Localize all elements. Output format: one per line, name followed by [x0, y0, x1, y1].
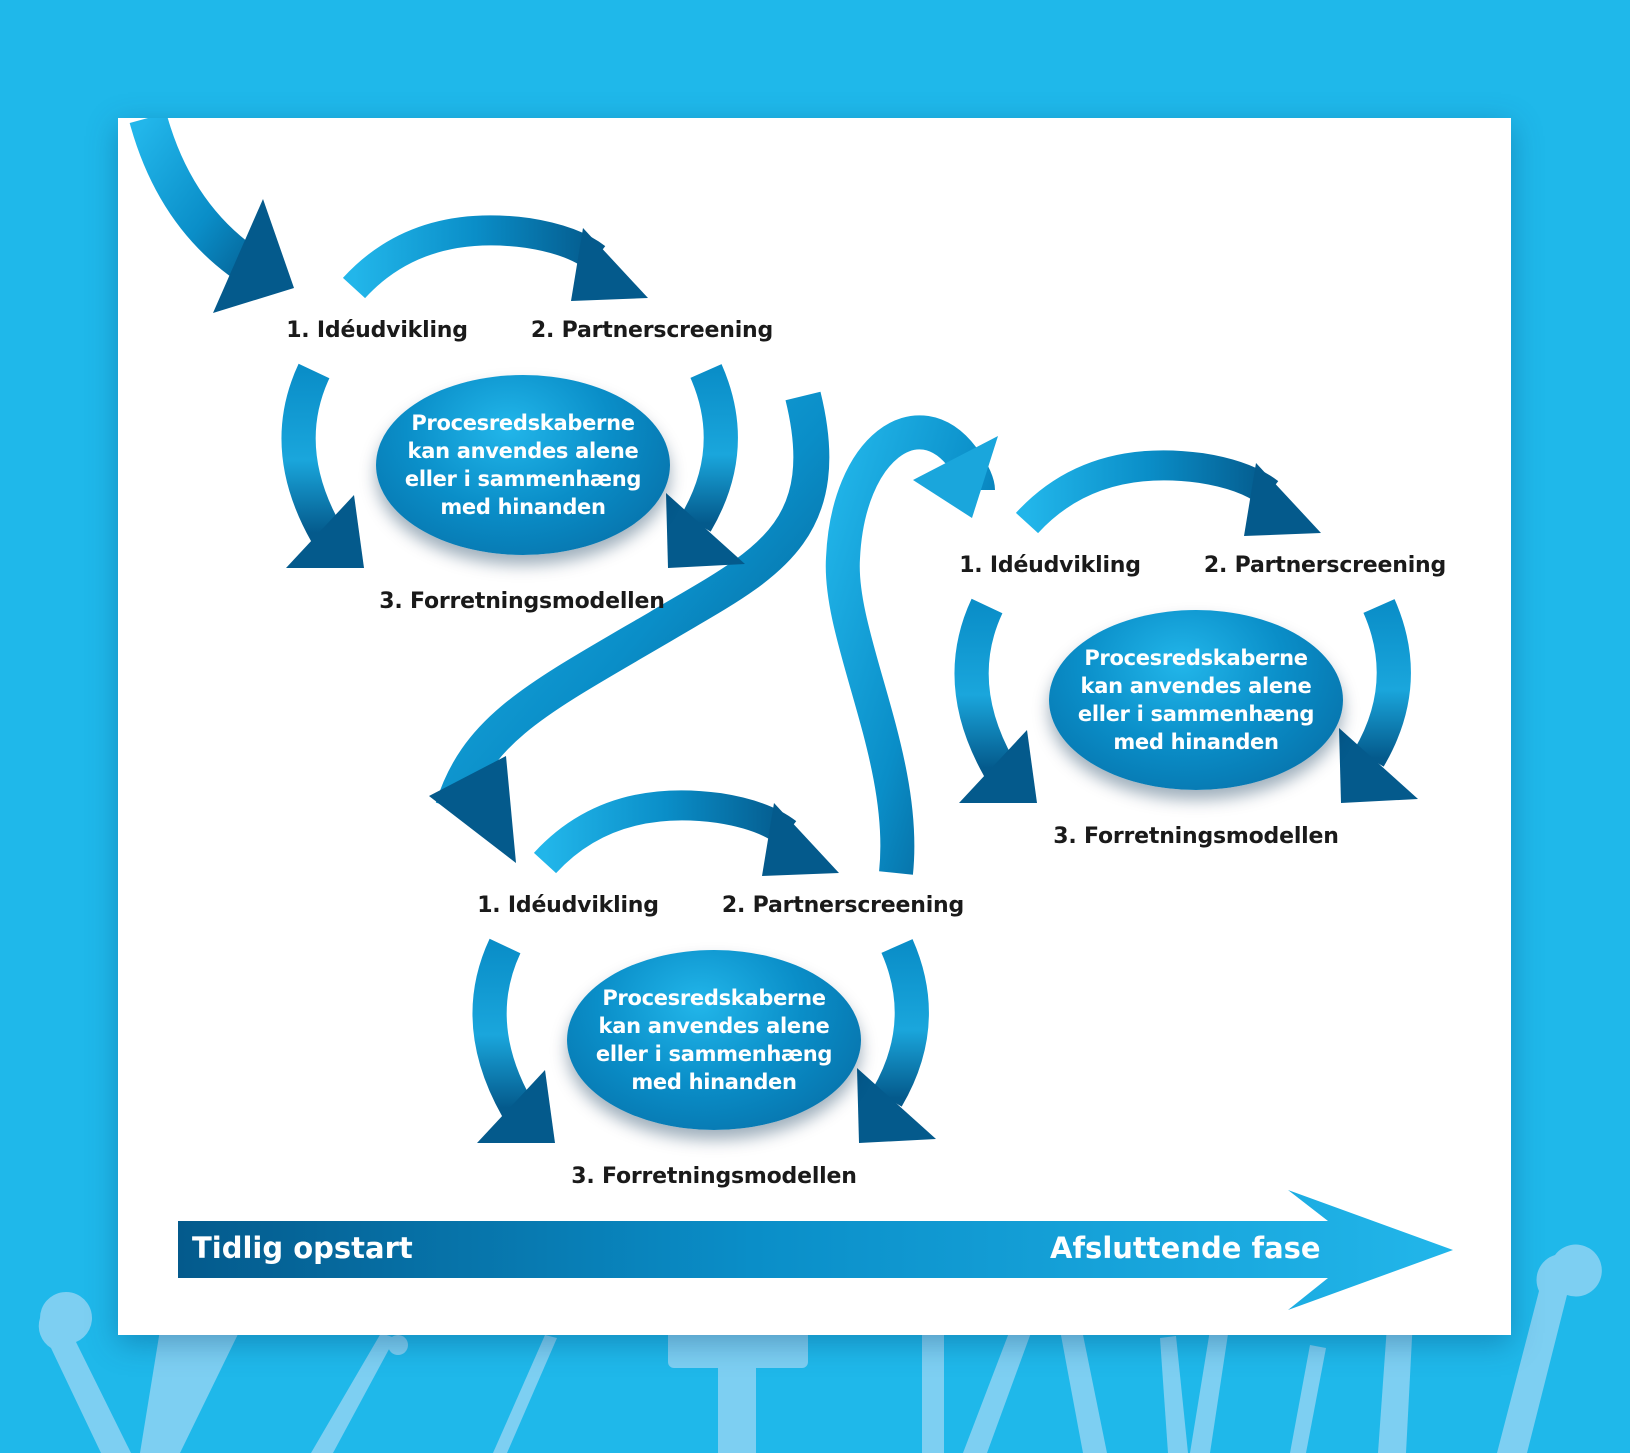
wrench-icon — [38, 1292, 131, 1453]
connector-arrowhead-1 — [429, 756, 516, 863]
cycle-1-step-1-label: 1. Idéudvikling — [286, 318, 468, 343]
cycle-1-step-2-label: 2. Partnerscreening — [530, 318, 774, 343]
cycle-3-center-ellipse: Procesredskaberne kan anvendes alene ell… — [1049, 610, 1343, 790]
process-arrows — [129, 118, 1453, 1310]
saw-icon — [140, 1330, 240, 1453]
cycle-1-center-text: Procesredskaberne kan anvendes alene ell… — [404, 411, 642, 519]
cycle-1-center-ellipse: Procesredskaberne kan anvendes alene ell… — [376, 375, 670, 555]
cycle-3-center-text: Procesredskaberne kan anvendes alene ell… — [1077, 646, 1315, 754]
screwdriver-icon — [1290, 1345, 1326, 1453]
timeline-start-label: Tidlig opstart — [192, 1231, 413, 1265]
entry-arrowhead — [213, 199, 294, 313]
pliers-icon — [963, 1330, 1107, 1453]
cycle-3-step-2-label: 2. Partnerscreening — [1203, 553, 1447, 578]
diagram-card: 1. Idéudvikling 2. Partnerscreening 3. F… — [118, 118, 1511, 1335]
screwdriver-icon — [311, 1333, 408, 1453]
cycle-2-center-text: Procesredskaberne kan anvendes alene ell… — [595, 986, 833, 1094]
timeline-end-label: Afsluttende fase — [1050, 1231, 1321, 1265]
cycle-2-step-3-label: 3. Forretningsmodellen — [571, 1164, 857, 1189]
connector-arrow-1 — [435, 391, 830, 814]
file-icon — [493, 1335, 557, 1453]
hammer-icon — [668, 1330, 808, 1453]
pliers-icon — [1160, 1330, 1228, 1453]
cycle-1-step-3-label: 3. Forretningsmodellen — [379, 589, 665, 614]
wrench-icon — [1497, 1244, 1602, 1453]
timeline-arrow — [178, 1190, 1453, 1310]
connector-arrowhead-2 — [913, 436, 998, 518]
cycle-3-step-1-label: 1. Idéudvikling — [959, 553, 1141, 578]
screwdriver-icon — [922, 1335, 944, 1453]
cycle-2-step-2-label: 2. Partnerscreening — [721, 893, 965, 918]
cycle-2-step-1-label: 1. Idéudvikling — [477, 893, 659, 918]
cycle-3-step-3-label: 3. Forretningsmodellen — [1053, 824, 1339, 849]
cycle-2-center-ellipse: Procesredskaberne kan anvendes alene ell… — [567, 950, 861, 1130]
